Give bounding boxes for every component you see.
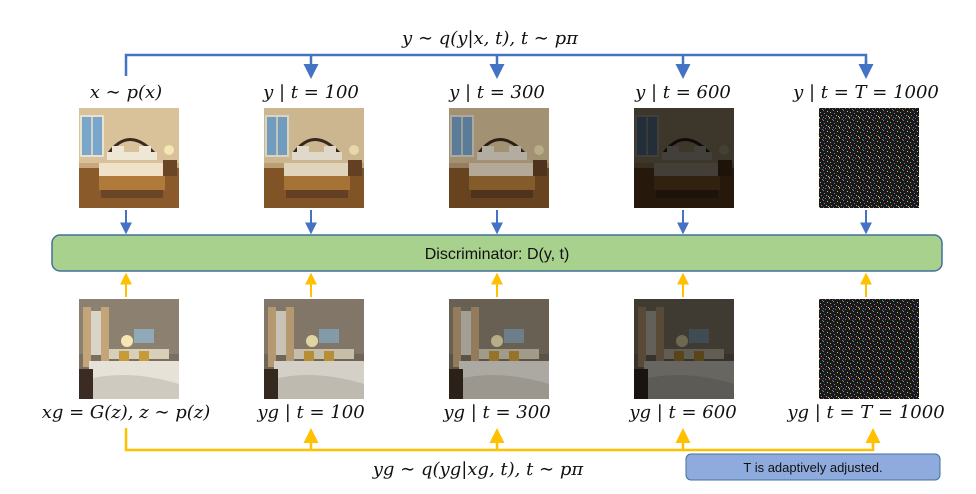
fake-image-3 <box>634 299 734 399</box>
real-image-3 <box>632 106 736 210</box>
real-image-1 <box>262 106 366 210</box>
discriminator-box <box>51 234 943 272</box>
fake-image-0 <box>79 299 179 399</box>
real-image-2 <box>447 106 551 210</box>
real-to-disc-arrows <box>120 210 872 235</box>
fake-label-4: yg | t = T = 1000 <box>786 402 944 423</box>
real-image-4 <box>819 108 919 208</box>
fake-label-3: yg | t = 600 <box>628 402 736 423</box>
real-label-0: x ∼ p(x) <box>90 82 162 103</box>
fake-image-4 <box>819 299 919 399</box>
note-box <box>685 453 941 481</box>
fake-label-1: yg | t = 100 <box>256 402 364 423</box>
fake-label-0: xg = G(z), z ∼ p(z) <box>42 402 211 423</box>
fake-image-1 <box>264 299 364 399</box>
discriminator-label: Discriminator: D(y, t) <box>425 246 570 263</box>
fake-to-disc-arrows <box>120 272 872 297</box>
real-label-1: y | t = 100 <box>262 82 359 103</box>
real-label-4: y | t = T = 1000 <box>792 82 939 103</box>
real-sampling-bracket <box>124 53 874 79</box>
bottom-formula: yg ∼ q(yg|xg, t), t ∼ pπ <box>372 459 585 480</box>
top-formula: y ∼ q(y|x, t), t ∼ pπ <box>401 28 579 49</box>
fake-label-2: yg | t = 300 <box>442 402 550 423</box>
real-label-3: y | t = 600 <box>634 82 731 103</box>
real-image-0 <box>77 106 181 210</box>
note-text: T is adaptively adjusted. <box>743 460 882 475</box>
fake-image-2 <box>449 299 549 399</box>
real-label-2: y | t = 300 <box>448 82 545 103</box>
fake-sampling-bracket <box>124 428 881 452</box>
